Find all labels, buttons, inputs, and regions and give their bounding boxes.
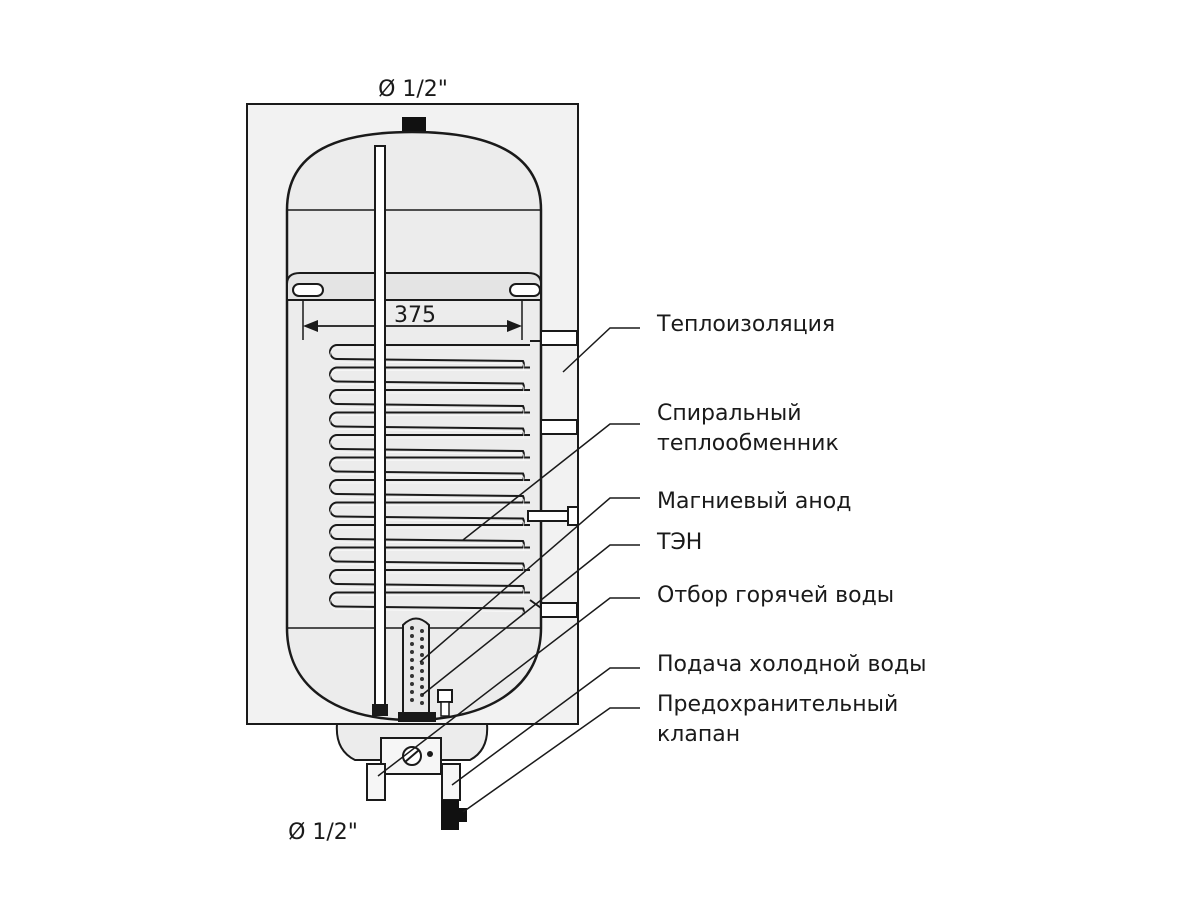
label-coil-line2: теплообменник — [657, 431, 839, 456]
label-cold-inlet: Подача холодной воды — [657, 652, 927, 677]
heating-element-dot — [420, 645, 424, 649]
heating-element-dot — [410, 666, 414, 670]
dimension-375: 375 — [302, 300, 523, 340]
spiral-heat-exchanger — [329, 344, 530, 619]
safety-valve — [441, 800, 467, 830]
label-valve-line1: Предохранительный — [657, 692, 898, 717]
heating-element-dot — [420, 637, 424, 641]
bottom-cover — [335, 723, 489, 775]
bottom-pipes — [366, 763, 461, 801]
dimension-value: 375 — [394, 303, 436, 328]
coil-support-flange — [286, 272, 542, 301]
heating-element-dot — [410, 658, 414, 662]
heating-element-dot — [410, 626, 414, 630]
heating-element-dot — [410, 634, 414, 638]
label-heater: ТЭН — [656, 530, 702, 555]
label-hot-outlet: Отбор горячей воды — [657, 583, 894, 608]
heating-element-dot — [410, 642, 414, 646]
coil-connections — [529, 330, 578, 618]
heating-element-dot — [410, 690, 414, 694]
bottom-fitting-label: Ø 1/2" — [288, 820, 358, 845]
heating-element-dot — [420, 701, 424, 705]
heating-element-dot — [410, 698, 414, 702]
label-coil-line1: Спиральный — [657, 401, 802, 426]
top-fitting-label: Ø 1/2" — [378, 77, 448, 102]
heating-element-dot — [420, 669, 424, 673]
top-fitting — [402, 117, 426, 135]
heating-element-dot — [420, 677, 424, 681]
hot-water-pipe — [372, 145, 388, 716]
heating-element-dot — [410, 682, 414, 686]
label-insulation: Теплоизоляция — [656, 312, 835, 337]
heating-element-dot — [410, 650, 414, 654]
leader-lines — [377, 327, 640, 813]
heating-element-dot — [420, 629, 424, 633]
heating-element-dot — [410, 674, 414, 678]
label-valve-line2: клапан — [657, 722, 740, 747]
magnesium-anode — [437, 689, 453, 717]
heating-element-dot — [420, 685, 424, 689]
label-anode: Магниевый анод — [657, 489, 851, 514]
heating-element-dot — [420, 653, 424, 657]
coil-highlight — [329, 347, 530, 619]
side-nozzle — [527, 506, 579, 526]
coil-outline — [329, 344, 530, 616]
